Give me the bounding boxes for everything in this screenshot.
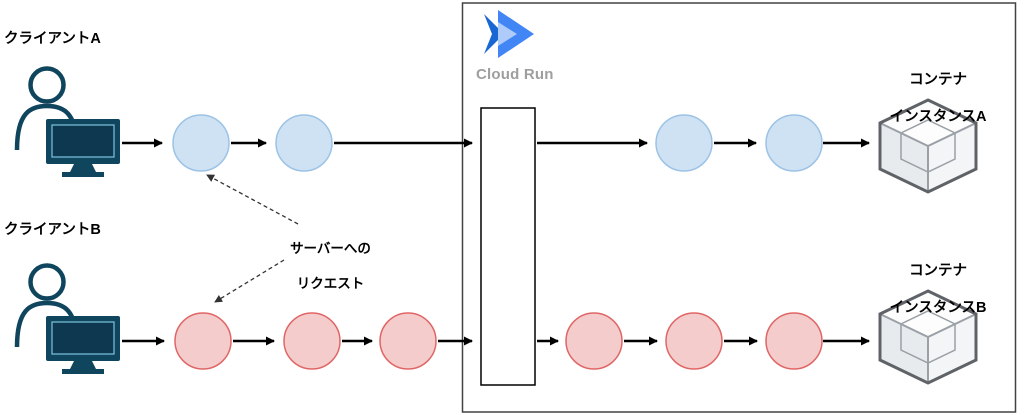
cloud-run-label: Cloud Run [476, 66, 554, 83]
cloud-run-boundary [461, 2, 1017, 413]
annotation-label: サーバーへの リクエスト [248, 223, 398, 309]
request-circle-a-1 [172, 114, 230, 172]
cloud-run-icon [484, 10, 534, 58]
request-circle-a-2 [275, 114, 333, 172]
request-circle-b-5 [665, 312, 723, 370]
request-circle-b-2 [283, 312, 341, 370]
client-b-label: クライアントB [4, 222, 101, 238]
request-circle-b-3 [379, 312, 437, 370]
container-a-icon [878, 98, 978, 194]
container-a-label-line2: インスタンスA [889, 108, 987, 125]
container-a-label-line1: コンテナ [909, 71, 968, 88]
request-circle-b-4 [565, 312, 623, 370]
request-circle-a-4 [765, 114, 823, 172]
client-a-label: クライアントA [4, 31, 101, 47]
request-circle-b-6 [765, 312, 823, 370]
annotation-arrow-to-a [206, 174, 299, 225]
request-circles-a [172, 114, 823, 172]
container-b-label: コンテナ インスタンスB [848, 243, 1012, 336]
client-b-icon [14, 263, 120, 374]
request-circles-b [174, 312, 823, 370]
container-b-label-line2: インスタンスB [889, 299, 987, 316]
annotation-label-line2: リクエスト [296, 275, 365, 291]
annotation-label-line1: サーバーへの [290, 241, 371, 257]
container-a-label: コンテナ インスタンスA [848, 52, 1012, 145]
container-b-icon [878, 289, 978, 385]
request-circle-a-3 [655, 114, 713, 172]
client-a-icon [14, 66, 120, 177]
annotation-arrows [206, 174, 299, 303]
request-circle-b-1 [174, 312, 232, 370]
cloud-run-service-bar [480, 107, 536, 386]
container-b-label-line1: コンテナ [909, 262, 968, 279]
